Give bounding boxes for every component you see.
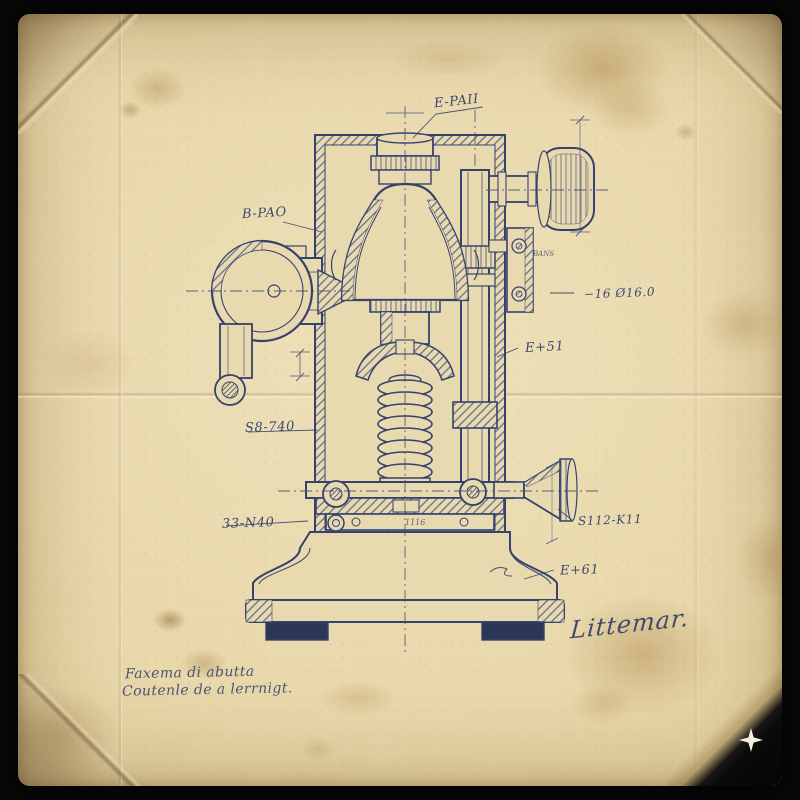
part-label-base-right: E+61 <box>559 562 600 579</box>
part-label-tiny-table: 1116 <box>405 518 426 527</box>
centerlines-and-dimensions <box>186 106 612 655</box>
technical-drawing <box>186 106 612 655</box>
part-label-right-lower: S112-K11 <box>577 511 643 529</box>
part-label-left-lower: 33-N40 <box>221 515 275 532</box>
aged-paper-sheet: E-PAII B-PAO −16 Ø16.0 E+51 S8-740 33-N4… <box>18 14 782 786</box>
feed-cone-knob <box>493 458 578 522</box>
part-label-right-upper: −16 Ø16.0 <box>583 284 656 302</box>
part-label-upper-left: B-PAO <box>241 204 288 223</box>
side-bracket <box>488 227 534 313</box>
part-label-tiny-bracket: BANS <box>533 250 555 258</box>
folded-corner-top-right <box>682 14 782 114</box>
folded-corner-top-left <box>18 14 138 134</box>
vertical-fold-crease-left <box>118 14 123 786</box>
vertical-fold-crease-right <box>694 14 699 786</box>
torn-corner-bottom-right <box>667 671 782 786</box>
part-label-left-mid: S8-740 <box>244 419 296 436</box>
top-arm-and-handwheel <box>488 147 595 231</box>
head-assembly <box>330 132 480 345</box>
part-label-right-mid: E+51 <box>524 338 565 357</box>
clamp-yoke <box>355 339 455 381</box>
leader-lines <box>225 106 574 580</box>
folded-corner-bottom-left <box>18 674 148 786</box>
cross-slide-table <box>305 478 515 532</box>
